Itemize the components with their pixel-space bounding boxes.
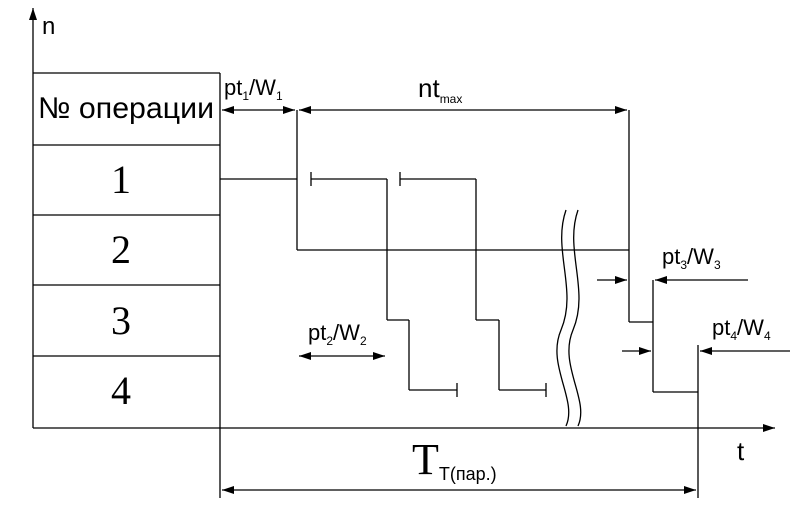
pt1-w1-label: pt1/W1 — [224, 75, 283, 103]
x-axis-label: t — [737, 436, 745, 466]
total-time-label: TT(пар.) — [412, 435, 497, 484]
y-axis-label: n — [42, 13, 55, 40]
operation-4-bars — [408, 280, 699, 498]
operation-number: 1 — [111, 157, 131, 202]
time-break-mark — [556, 209, 582, 427]
operation-number: 3 — [111, 298, 131, 343]
pt3-w3-label: pt3/W3 — [662, 244, 721, 272]
operation-2-bars — [296, 110, 629, 251]
pt4-w4-label: pt4/W4 — [712, 315, 771, 343]
operation-number: 4 — [111, 368, 131, 413]
operation-3-bars — [386, 110, 653, 323]
operations-table — [33, 72, 221, 498]
operation-1-bars — [220, 172, 476, 186]
operation-number: 2 — [111, 227, 131, 272]
nt-max-label: ntmax — [418, 73, 462, 106]
pt2-w2-label: pt2/W2 — [308, 320, 367, 348]
table-header: № операции — [38, 92, 214, 125]
